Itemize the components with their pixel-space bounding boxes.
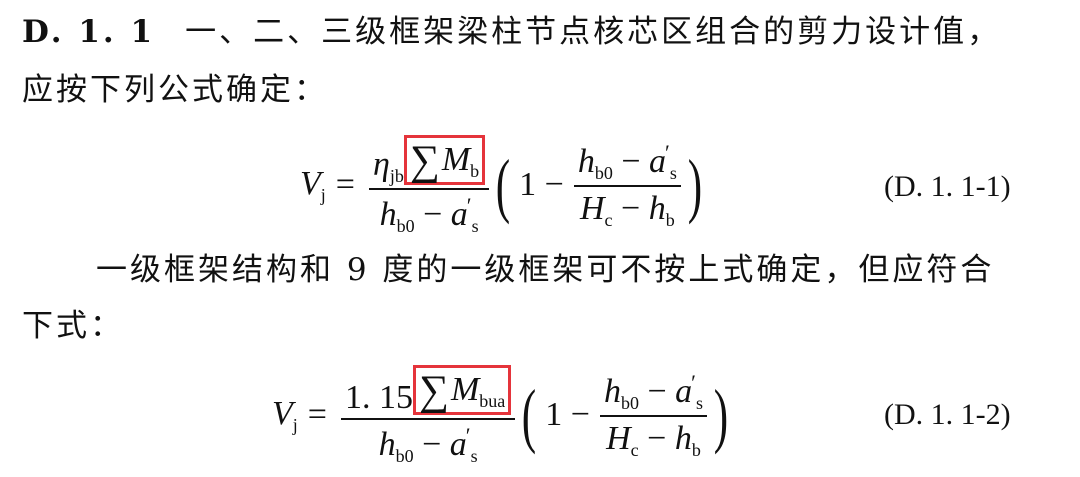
highlight-box-sum-mb: ∑Mb xyxy=(403,135,486,185)
formula2-fraction-line xyxy=(340,418,516,420)
formula1-left-paren: ( xyxy=(495,145,511,225)
formula1-denominator: hb0 − a′s xyxy=(379,193,479,236)
formula1-inner-fraction-line xyxy=(573,184,681,187)
formula-d-1-1-1: Vj = ηjb ∑Mb hb0 − a′s ( 1 − hb0 − a′s H… xyxy=(300,130,705,240)
formula1-lhs: Vj xyxy=(300,164,326,205)
clause-number: D. 1. 1 xyxy=(22,14,156,50)
clause-line-1: D. 1. 1 一、二、三级框架梁柱节点核芯区组合的剪力设计值， xyxy=(22,12,1001,52)
formula1-right-paren: ) xyxy=(687,145,703,225)
formula2-label: (D. 1. 1-2) xyxy=(884,398,1011,431)
formula2-left-paren: ( xyxy=(522,375,537,455)
formula1-numerator: ηjb ∑Mb xyxy=(369,135,489,188)
formula1-one-minus: 1 − xyxy=(519,166,564,203)
formula1-fraction-line xyxy=(368,188,490,190)
formula1-inner-numerator: hb0 − a′s xyxy=(577,139,677,183)
formula1-inner-fraction: hb0 − a′s Hc − hb xyxy=(573,139,681,230)
formula1-label: (D. 1. 1-1) xyxy=(884,170,1011,203)
formula2-inner-fraction: hb0 − a′s Hc − hb xyxy=(599,369,707,460)
formula2-right-paren: ) xyxy=(713,375,729,455)
formula2-fraction: 1. 15 ∑Mbua hb0 − a′s xyxy=(340,365,516,466)
paragraph-line-1: 一级框架结构和 9 度的一级框架可不按上式确定，但应符合 xyxy=(96,252,995,288)
formula2-numerator: 1. 15 ∑Mbua xyxy=(341,365,515,418)
formula2-one-minus: 1 − xyxy=(545,396,590,433)
formula2-lhs: Vj xyxy=(272,394,298,435)
formula2-equals: = xyxy=(307,396,327,433)
highlight-box-sum-mbua: ∑Mbua xyxy=(412,365,512,415)
formula2-denominator: hb0 − a′s xyxy=(378,423,478,466)
paragraph-line-2: 下式： xyxy=(22,308,124,344)
formula2-inner-denominator: Hc − hb xyxy=(606,419,701,460)
formula2-inner-numerator: hb0 − a′s xyxy=(603,369,703,413)
formula1-inner-denominator: Hc − hb xyxy=(579,189,675,230)
formula1-equals: = xyxy=(335,166,355,203)
formula1-fraction: ηjb ∑Mb hb0 − a′s xyxy=(368,135,490,236)
clause-line-2: 应按下列公式确定： xyxy=(22,72,328,108)
clause-text: 一、二、三级框架梁柱节点核芯区组合的剪力设计值， xyxy=(185,14,1002,50)
formula2-inner-fraction-line xyxy=(599,414,707,417)
formula-d-1-1-2: Vj = 1. 15 ∑Mbua hb0 − a′s ( 1 − hb0 − a… xyxy=(272,360,731,470)
